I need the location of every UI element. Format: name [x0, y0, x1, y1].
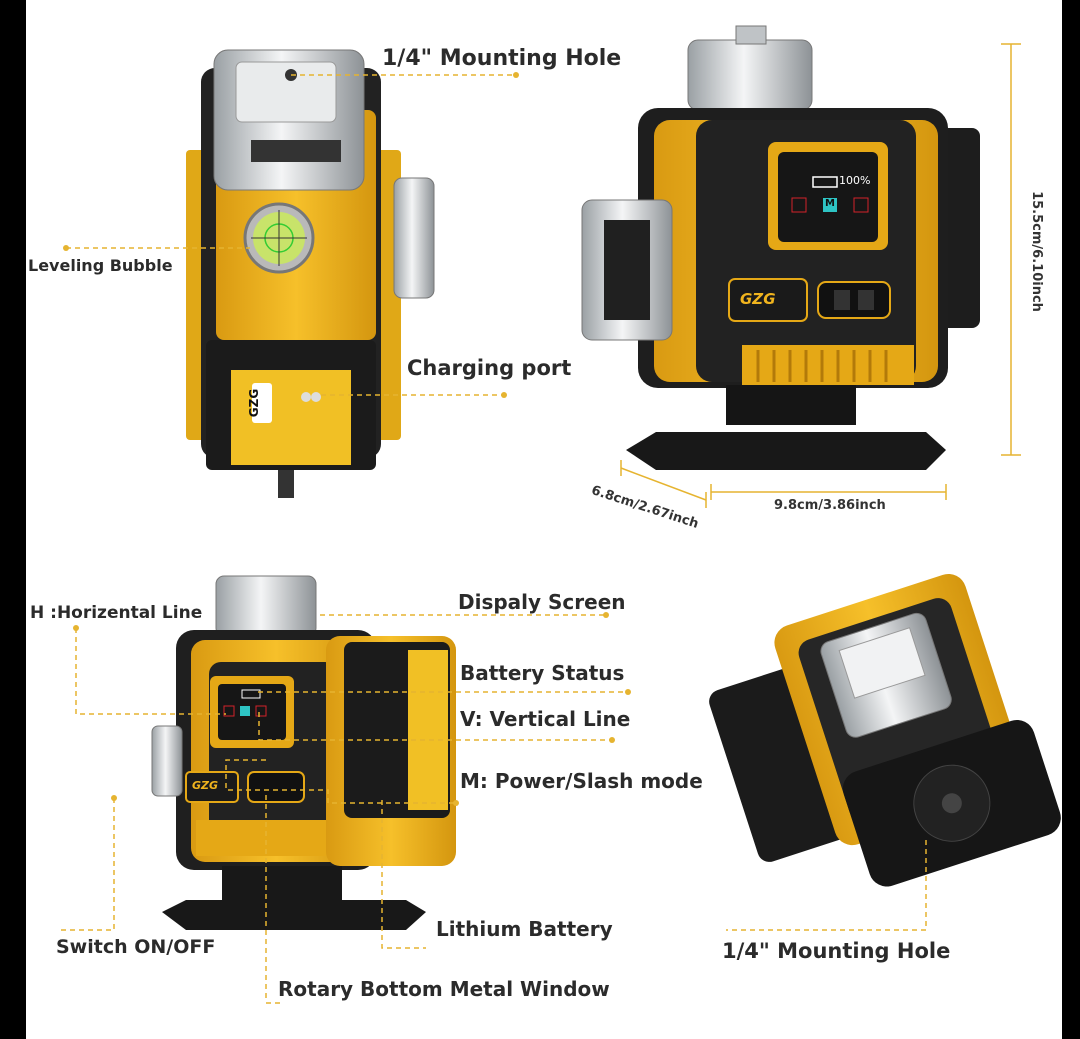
dimension-width: 9.8cm/3.86inch	[774, 498, 886, 513]
device-illustrations	[58, 25, 1061, 1004]
label-mounting-hole-bottom: 1/4" Mounting Hole	[722, 939, 951, 963]
label-horizontal-line: H :Horizental Line	[30, 603, 203, 623]
label-mounting-hole-top: 1/4" Mounting Hole	[382, 46, 622, 71]
label-power-mode: M: Power/Slash mode	[460, 769, 703, 793]
label-leveling-bubble: Leveling Bubble	[28, 256, 173, 275]
label-switch: Switch ON/OFF	[56, 936, 216, 958]
logo-top-right: GZG	[740, 290, 776, 308]
logo-top-left: GZG	[247, 388, 262, 418]
device-front-view	[581, 25, 980, 470]
dimension-lines	[620, 43, 1021, 508]
product-infographic: GZG GZG GZG 100% M 1/4" Mounting Hole Le…	[26, 0, 1062, 1039]
label-display-screen: Dispaly Screen	[458, 590, 626, 614]
label-charging-port: Charging port	[407, 356, 572, 380]
device-bottom-view	[709, 573, 1061, 887]
leaders-top-left	[66, 74, 516, 396]
label-battery-status: Battery Status	[460, 661, 625, 685]
logo-bottom-left: GZG	[192, 779, 219, 792]
device-side-view	[151, 575, 456, 930]
label-vertical-line: V: Vertical Line	[460, 707, 631, 731]
leaders-bottom-left	[58, 614, 628, 1004]
dimension-height: 15.5cm/6.10inch	[1028, 191, 1044, 312]
mode-button-label: M	[825, 198, 835, 209]
label-rotary-bottom: Rotary Bottom Metal Window	[278, 977, 610, 1001]
battery-readout: 100%	[839, 174, 871, 187]
device-top-view	[186, 49, 435, 498]
leaders-bottom-right	[726, 840, 927, 931]
label-lithium-battery: Lithium Battery	[436, 917, 613, 941]
